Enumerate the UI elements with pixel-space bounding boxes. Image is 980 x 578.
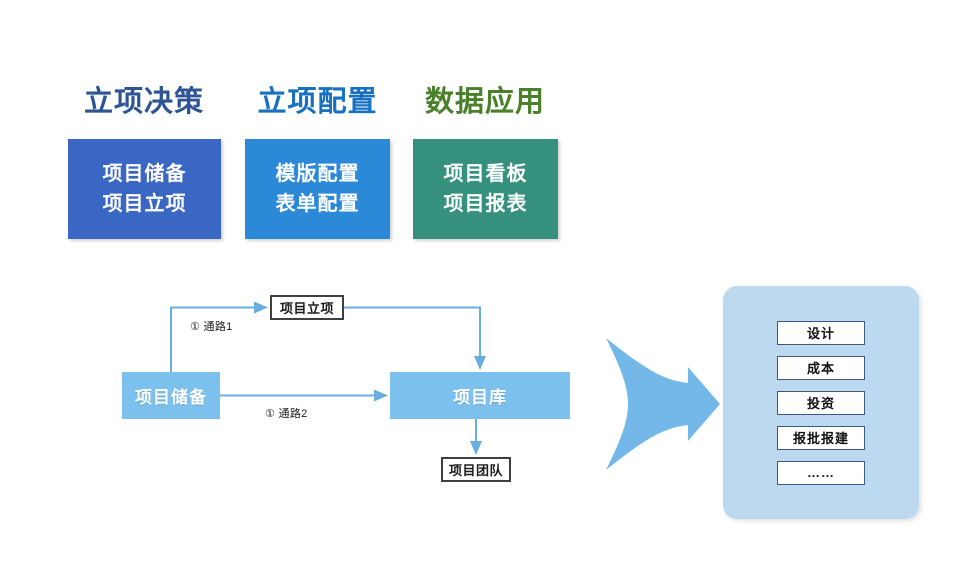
column-card-decision[interactable]: 项目储备 项目立项 xyxy=(68,139,221,239)
panel-item-approval-construction[interactable]: 报批报建 xyxy=(777,425,865,450)
panel-item-investment[interactable]: 投资 xyxy=(777,390,865,415)
column-heading-decision: 立项决策 xyxy=(83,86,204,118)
flow-node-project-team[interactable]: 项目团队 xyxy=(441,457,511,482)
column-card-configuration[interactable]: 模版配置 表单配置 xyxy=(245,139,390,239)
flow-node-project-approval[interactable]: 项目立项 xyxy=(270,295,344,320)
card-line-form-config: 表单配置 xyxy=(275,193,360,215)
panel-item-cost[interactable]: 成本 xyxy=(777,355,865,380)
card-line-project-report: 项目报表 xyxy=(443,193,528,215)
panel-item-design[interactable]: 设计 xyxy=(777,320,865,345)
column-card-data-application[interactable]: 项目看板 项目报表 xyxy=(413,139,558,239)
card-line-project-dashboard: 项目看板 xyxy=(443,163,528,185)
panel-item-more[interactable]: …… xyxy=(777,460,865,485)
flow-connectors xyxy=(170,301,486,455)
flow-node-project-library[interactable]: 项目库 xyxy=(390,372,570,419)
connector-reserve-to-approval xyxy=(170,301,268,372)
big-right-arrow-icon xyxy=(606,338,720,470)
connector-approval-to-library xyxy=(344,306,486,370)
column-heading-data-application: 数据应用 xyxy=(424,86,545,118)
flow-node-project-reserve[interactable]: 项目储备 xyxy=(122,372,220,419)
flow-diagram: 项目储备 项目库 项目立项 项目团队 ① 通路1 ① 通路2 xyxy=(0,262,620,522)
card-line-template-config: 模版配置 xyxy=(275,163,360,185)
column-heading-configuration: 立项配置 xyxy=(257,86,378,118)
flow-label-path1: ① 通路1 xyxy=(190,321,233,333)
flow-label-path2: ① 通路2 xyxy=(265,408,308,420)
data-application-panel: 设计 成本 投资 报批报建 …… xyxy=(723,286,919,519)
card-line-project-reserve: 项目储备 xyxy=(102,163,187,185)
card-line-project-approval: 项目立项 xyxy=(102,193,187,215)
